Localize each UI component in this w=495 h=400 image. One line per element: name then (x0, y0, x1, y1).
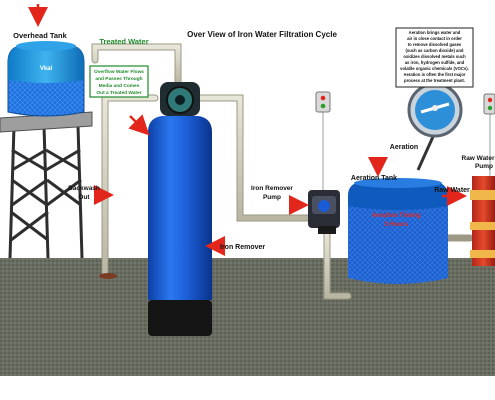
info-line: (such as carbon dioxide) and (406, 48, 464, 53)
label-aeration-tank: Aeration Tank (351, 175, 397, 182)
label-raw-water: Raw Water (434, 187, 470, 194)
label-backwash: Backwash (68, 185, 100, 192)
label-aeration: Aeration (390, 144, 418, 151)
note-line: Overflow Water Flows (94, 69, 144, 75)
aerator-gauge-icon (407, 82, 463, 171)
info-line: air in close contact in order (407, 36, 462, 41)
label-pump-line1: Iron Remover (251, 185, 293, 192)
raw-pump-switch-box-icon (483, 93, 495, 185)
pump-switch-box-icon (315, 91, 331, 190)
tank-stand (8, 125, 84, 259)
note-line: and Passes Through (95, 76, 142, 82)
label-treated-water: Treated Water (99, 37, 148, 46)
label-backwash-out: Out (78, 194, 90, 201)
timing-line: 3 Hours (384, 221, 409, 228)
info-line: Aeration brings water and (409, 30, 461, 35)
note-line: Media and Comes (99, 83, 140, 89)
aeration-tank-icon (348, 178, 448, 284)
diagram-title: Over View of Iron Water Filtration Cycle (187, 30, 337, 39)
info-line: as iron, hydrogen sulfide, and (405, 60, 465, 65)
aeration-timing-badge: Aeration Timing 3 Hours (371, 212, 420, 228)
label-pump-line2: Pump (263, 194, 281, 201)
note-line: Out a Treated Water (96, 90, 141, 96)
label-raw-water-pump-2: Pump (475, 163, 493, 170)
info-line: to remove dissolved gases (408, 42, 462, 47)
iron-remover-vessel-icon (148, 116, 212, 336)
backwash-drain (99, 273, 117, 279)
info-line: volatile organic chemicals (VOCs). (400, 66, 469, 71)
pump-icon (308, 190, 340, 234)
timing-line: Aeration Timing (371, 212, 420, 219)
valve-head-icon (160, 82, 200, 116)
info-line: Aeration is often the first major (403, 72, 465, 77)
overhead-tank-icon: Vkal (7, 41, 85, 117)
info-line: oxidizes dissolved metals such (403, 54, 466, 59)
pointer-arrows (28, 4, 467, 256)
info-line: process at the treatment plant. (404, 78, 465, 83)
label-overhead-tank: Overhead Tank (13, 31, 67, 40)
raw-water-pump-icon (470, 176, 495, 266)
label-iron-remover: Iron Remover (220, 244, 265, 251)
aeration-info-box: Aeration brings water and air in close c… (395, 27, 474, 88)
tank-logo: Vkal (40, 66, 53, 72)
label-raw-water-pump-1: Raw Water (462, 155, 495, 162)
pipe-network (91, 43, 474, 300)
treated-water-note: Overflow Water Flows and Passes Through … (89, 65, 149, 98)
